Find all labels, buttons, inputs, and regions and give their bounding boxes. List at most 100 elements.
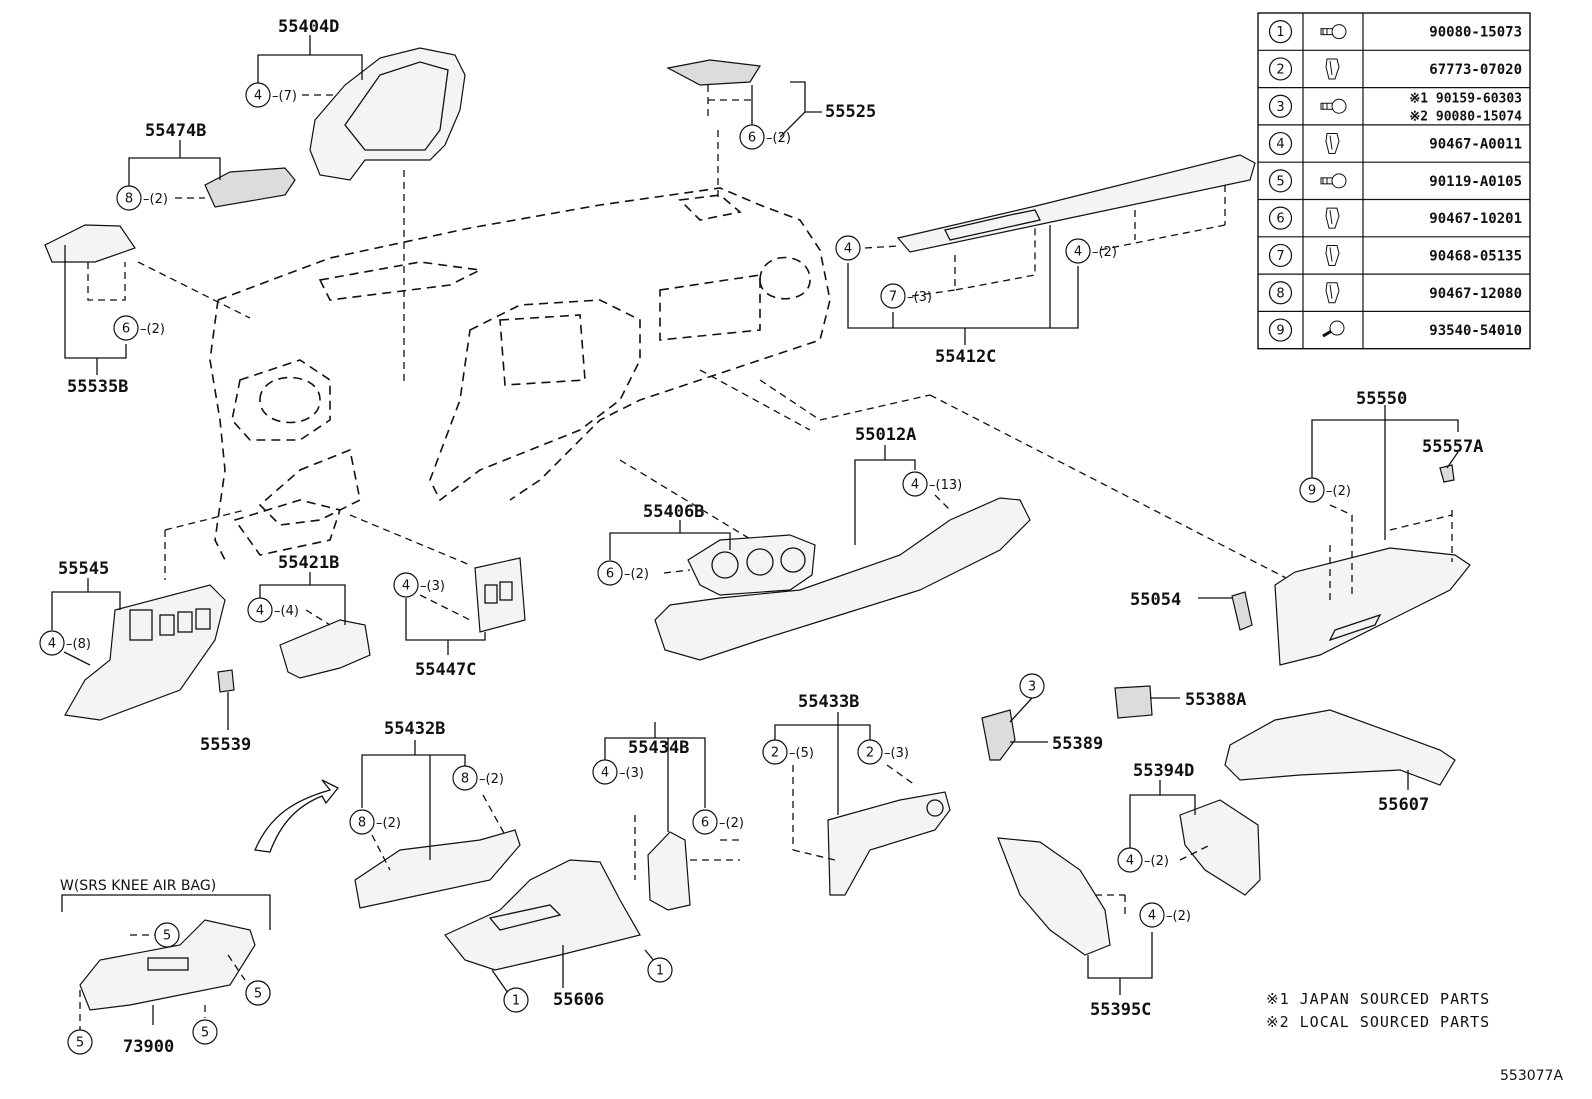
callout-number: 5 <box>76 1036 84 1051</box>
callout-c73900-b: 5 <box>154 922 180 948</box>
part-55394D-bracket[interactable] <box>1179 799 1261 896</box>
table-part-number: ※1 90159-60303 <box>1409 91 1522 106</box>
part-55525-cover[interactable] <box>666 59 762 86</box>
callout-circle <box>67 1029 93 1055</box>
callout-quantity: –(2) <box>624 567 649 582</box>
table-index: 7 <box>1276 249 1284 264</box>
part-55474B-cover[interactable] <box>204 167 296 208</box>
table-index: 5 <box>1276 174 1284 189</box>
callout-number: 6 <box>122 322 130 337</box>
part-55606-console-panel[interactable] <box>444 859 641 971</box>
callout-circle <box>245 82 271 108</box>
callout-number: 4 <box>1148 909 1156 924</box>
callout-quantity: –(2) <box>1326 484 1351 499</box>
direction-arrow <box>254 779 340 853</box>
callout-circle <box>762 739 788 765</box>
clip-icon <box>1325 244 1340 266</box>
callout-quantity: –(5) <box>789 746 814 761</box>
table-part-number: 90468-05135 <box>1429 248 1522 264</box>
callout-c55421B: 4–(4) <box>247 597 299 623</box>
part-55421B-cover[interactable] <box>279 619 371 679</box>
rivet-icon <box>1322 320 1345 338</box>
label-55012A: 55012A <box>855 425 916 445</box>
callout-number: 8 <box>461 772 469 787</box>
label-73900: 73900 <box>123 1037 174 1057</box>
callout-circle <box>192 1019 218 1045</box>
callout-number: 7 <box>889 290 897 305</box>
part-55607-undercover[interactable] <box>1224 709 1456 786</box>
callout-circle <box>1117 847 1143 873</box>
callout-c55412C-a: 4 <box>835 235 861 261</box>
callout-quantity: –(2) <box>376 816 401 831</box>
label-55394D: 55394D <box>1133 761 1194 781</box>
label-55525: 55525 <box>825 102 876 122</box>
table-index-circle <box>1268 206 1293 230</box>
callout-number: 5 <box>163 929 171 944</box>
part-55539-plug[interactable] <box>217 669 235 693</box>
callout-circle <box>597 560 623 586</box>
part-55433B-switch-panel[interactable] <box>827 791 951 896</box>
callout-circle <box>154 922 180 948</box>
callout-circle <box>393 572 419 598</box>
callout-circle <box>1019 673 1045 699</box>
label-55550: 55550 <box>1356 389 1407 409</box>
label-55606: 55606 <box>553 990 604 1010</box>
callout-number: 4 <box>254 89 262 104</box>
callout-c73900-c: 5 <box>67 1029 93 1055</box>
callout-c73900-e: 5 <box>245 980 271 1006</box>
callout-quantity: –(2) <box>140 322 165 337</box>
part-55054-bracket[interactable] <box>1231 591 1253 631</box>
part-55388A-bracket[interactable] <box>1114 685 1153 719</box>
table-part-number: 93540-54010 <box>1429 323 1522 339</box>
part-55535B-panel[interactable] <box>44 224 136 263</box>
callout-number: 5 <box>201 1026 209 1041</box>
part-55412C-register[interactable] <box>896 154 1256 253</box>
callout-quantity: –(2) <box>1144 854 1169 869</box>
callout-c55404D: 4–(7) <box>245 82 297 108</box>
part-55550-glove-box[interactable] <box>1274 547 1471 666</box>
callout-c55447C: 4–(3) <box>393 572 445 598</box>
callout-number: 6 <box>701 816 709 831</box>
fastener-callouts: 4–(7)8–(2)6–(2)6–(2)47–(3)4–(2)9–(2)4–(1… <box>39 82 1351 1055</box>
callout-number: 1 <box>656 964 664 979</box>
screw-icon <box>1320 24 1347 40</box>
table-index: 2 <box>1276 62 1284 77</box>
table-index-circle <box>1268 318 1293 342</box>
part-55432B-lower-panel[interactable] <box>354 829 521 909</box>
part-55012A-lower-panel[interactable] <box>654 497 1031 661</box>
callout-circle <box>113 315 139 341</box>
part-73900-knee-airbag[interactable] <box>79 919 256 1011</box>
part-55434B-cover[interactable] <box>647 831 691 911</box>
callout-number: 3 <box>1028 680 1036 695</box>
label-55447C: 55447C <box>415 660 476 680</box>
part-55395C-cover[interactable] <box>997 837 1111 956</box>
callout-number: 4 <box>402 579 410 594</box>
label-55388A: 55388A <box>1185 690 1246 710</box>
label-55406B: 55406B <box>643 502 704 522</box>
callout-quantity: –(8) <box>66 637 91 652</box>
part-55389-bracket[interactable] <box>981 709 1016 761</box>
callout-c55432B-a: 8–(2) <box>349 809 401 835</box>
label-55535B: 55535B <box>67 377 128 397</box>
drawing-number: 553077A <box>1500 1068 1563 1084</box>
label-55389: 55389 <box>1052 734 1103 754</box>
table-index-circle <box>1268 243 1293 268</box>
callout-circle <box>647 957 673 983</box>
callout-circle <box>452 765 478 791</box>
part-55406B-register[interactable] <box>687 534 816 596</box>
label-55474B: 55474B <box>145 121 206 141</box>
callout-circle <box>692 809 718 835</box>
part-55545-lower-panel[interactable] <box>64 584 226 721</box>
part-number-labels: 55404D 55474B 55525 55535B 55412C 55550 … <box>58 17 1563 1084</box>
callout-quantity: –(2) <box>766 131 791 146</box>
reference-brackets <box>51 35 1459 1030</box>
part-55404D-meter-hood[interactable] <box>309 47 466 181</box>
callout-circle <box>857 739 883 765</box>
callout-number: 4 <box>911 478 919 493</box>
callout-c55432B-b: 8–(2) <box>452 765 504 791</box>
